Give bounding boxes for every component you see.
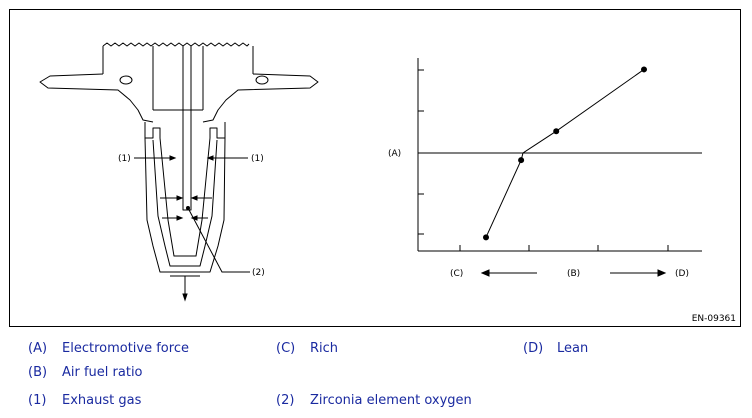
curve-point-3	[553, 128, 560, 135]
legend-b: (B)Air fuel ratio	[28, 365, 143, 380]
protective-tube	[144, 137, 226, 273]
sensor-body	[102, 46, 254, 111]
inner-tube	[152, 139, 218, 267]
diagram-svg: (1) (1) (2) (A) (C) (B) (D)	[39, 42, 702, 302]
graph-xlabel: (B)	[567, 269, 580, 279]
figure-code: EN-09361	[691, 314, 736, 324]
graph-lean-label: (D)	[675, 269, 689, 279]
callout-exhaust-left: (1)	[118, 154, 131, 164]
figure-frame: (1) (1) (2) (A) (C) (B) (D) EN-093	[9, 9, 741, 327]
legend-a: (A)Electromotive force	[28, 341, 189, 356]
graph-ylabel: (A)	[388, 149, 401, 159]
emf-graph	[417, 58, 702, 252]
sensor-cut-edge	[102, 42, 250, 47]
legend-2: (2)Zirconia element oxygen	[276, 393, 472, 408]
legend-d: (D)Lean	[523, 341, 589, 356]
emf-curve	[485, 69, 645, 238]
sensor-flange	[39, 73, 319, 123]
curve-point-2	[518, 157, 525, 164]
legend-1: (1)Exhaust gas	[28, 393, 142, 408]
curve-point-1	[483, 234, 489, 241]
sensor-rod	[182, 46, 192, 211]
bolt-hole-left	[119, 75, 133, 85]
zirconia-element	[159, 137, 211, 257]
callout-exhaust-right: (1)	[251, 154, 264, 164]
graph-ticks	[418, 69, 669, 251]
sensor-collar	[144, 122, 226, 139]
graph-rich-label: (C)	[450, 269, 463, 279]
curve-point-4	[641, 66, 647, 73]
legend-c: (C)Rich	[276, 341, 339, 356]
callout-zirconia: (2)	[252, 268, 265, 278]
bolt-hole-right	[255, 75, 269, 85]
